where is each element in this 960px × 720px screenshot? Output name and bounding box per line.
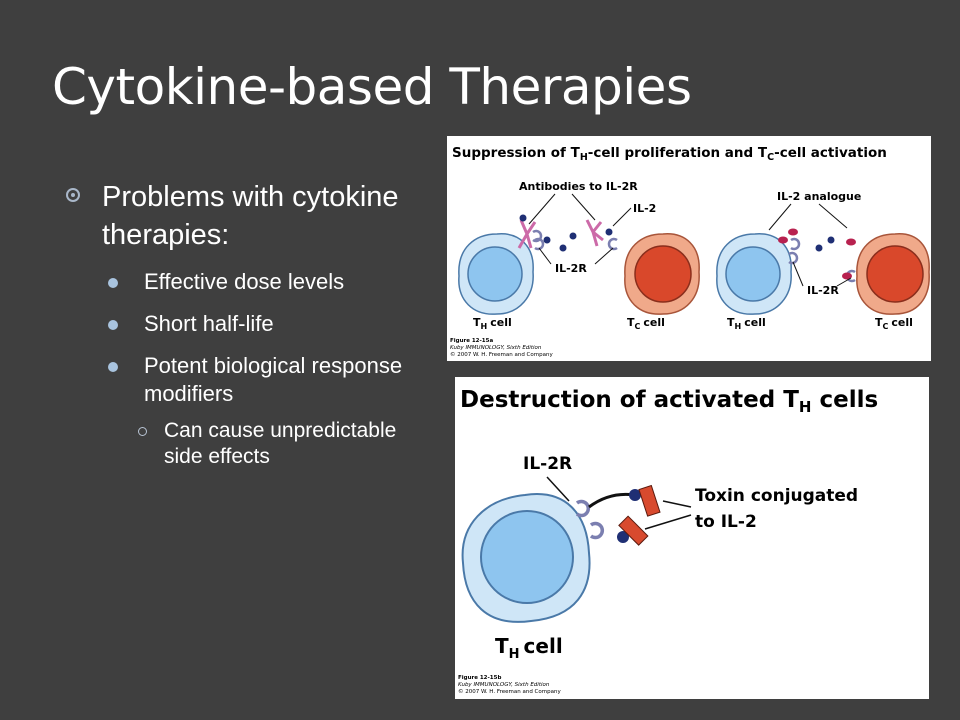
- pointer-line: [662, 500, 692, 508]
- figure-a-caption-copyright: © 2007 W. H. Freeman and Company: [450, 351, 553, 358]
- th-cell-right: [716, 233, 792, 315]
- figure-destruction-diagram: Destruction of activated TH cells IL-2R …: [458, 387, 878, 695]
- bullet-main-text: Problems with cytokine therapies:: [102, 181, 399, 251]
- figure-suppression-diagram: Suppression of TH-cell proliferation and…: [450, 145, 930, 358]
- toxin-label-line1: Toxin conjugated: [695, 486, 858, 506]
- pointer-line: [612, 207, 632, 227]
- il2r-receptor-icon: [532, 229, 545, 251]
- il2-dot: [815, 244, 823, 252]
- pointer-line: [571, 193, 596, 221]
- pointer-line: [644, 514, 692, 530]
- binding-arrow: [588, 492, 636, 509]
- il2r-receptor-icon: [788, 237, 801, 265]
- figure-b-caption-book: Kuby IMMUNOLOGY, Sixth Edition: [458, 682, 550, 688]
- figure-a-heading: Suppression of TH-cell proliferation and…: [452, 145, 887, 163]
- il2-analogue-mark: [846, 238, 856, 246]
- il2-dot: [569, 232, 577, 240]
- bullet-sub-3: Potent biological response modifiers: [108, 352, 426, 408]
- th-cell: [461, 493, 591, 623]
- toxin-label-line2: to IL-2: [695, 512, 757, 532]
- bullet-sub-2: Short half-life: [108, 310, 426, 338]
- antibody-icon: [585, 219, 604, 247]
- tc-cell-left: [624, 233, 700, 315]
- antibody-icon: [517, 219, 537, 249]
- il2-label: IL-2: [633, 202, 656, 215]
- il2r-left-label: IL-2R: [555, 262, 587, 275]
- figure-destruction: Destruction of activated TH cells IL-2R …: [455, 377, 929, 699]
- slide-title: Cytokine-based Therapies: [52, 58, 692, 116]
- pointer-line: [792, 261, 804, 287]
- il2-analogue-label: IL-2 analogue: [777, 190, 861, 203]
- circle-bullet-icon: [66, 188, 80, 202]
- il2r-receptor-icon: [607, 237, 618, 251]
- bullet-sub-text: Short half-life: [144, 311, 274, 336]
- th-cell-left: [458, 233, 534, 315]
- il2r-receptor-icon: [589, 521, 605, 540]
- figure-b-caption-number: Figure 12-15b: [458, 675, 501, 681]
- figure-a-caption-book: Kuby IMMUNOLOGY, Sixth Edition: [450, 345, 542, 351]
- dot-bullet-icon: [108, 362, 118, 372]
- il2-analogue-mark: [842, 272, 852, 280]
- bullet-sub-text: Potent biological response modifiers: [144, 353, 403, 406]
- tc-cell-right: [856, 233, 930, 315]
- pointer-line: [546, 476, 570, 502]
- il2-dot: [605, 228, 613, 236]
- bullet-list: Problems with cytokine therapies: Effect…: [66, 178, 426, 470]
- bullet-sub-1: Effective dose levels: [108, 268, 426, 296]
- il2-dot: [543, 236, 551, 244]
- pointer-line: [768, 203, 792, 231]
- dot-bullet-icon: [108, 278, 118, 288]
- il2r-label: IL-2R: [523, 454, 572, 474]
- pointer-line: [594, 247, 614, 265]
- il2r-right-label: IL-2R: [807, 284, 839, 297]
- pointer-line: [538, 247, 552, 265]
- il2-analogue-mark: [788, 228, 798, 236]
- pointer-line: [818, 203, 848, 229]
- figure-suppression: Suppression of TH-cell proliferation and…: [447, 136, 931, 361]
- pointer-line: [528, 193, 556, 225]
- ring-bullet-icon: [138, 427, 147, 436]
- il2r-receptor-icon: [575, 499, 591, 518]
- bullet-sub-text: Effective dose levels: [144, 269, 345, 294]
- pointer-line: [836, 277, 852, 287]
- bullet-main: Problems with cytokine therapies:: [66, 178, 426, 254]
- toxin-conjugate-lower: [617, 515, 649, 546]
- toxin-conjugate-upper: [629, 484, 661, 517]
- il2-dot: [519, 214, 527, 222]
- figure-b-heading: Destruction of activated TH cells: [460, 387, 878, 416]
- bullet-subsub-1: Can cause unpredictable side effects: [138, 418, 426, 470]
- il2-analogue-mark: [778, 236, 788, 244]
- il2-dot: [559, 244, 567, 252]
- antibodies-label: Antibodies to IL-2R: [519, 180, 638, 193]
- figure-b-caption-copyright: © 2007 W. H. Freeman and Company: [458, 688, 561, 695]
- il2-dot: [827, 236, 835, 244]
- dot-bullet-icon: [108, 320, 118, 330]
- bullet-subsub-text: Can cause unpredictable side effects: [164, 419, 397, 468]
- figure-a-caption-number: Figure 12-15a: [450, 338, 493, 344]
